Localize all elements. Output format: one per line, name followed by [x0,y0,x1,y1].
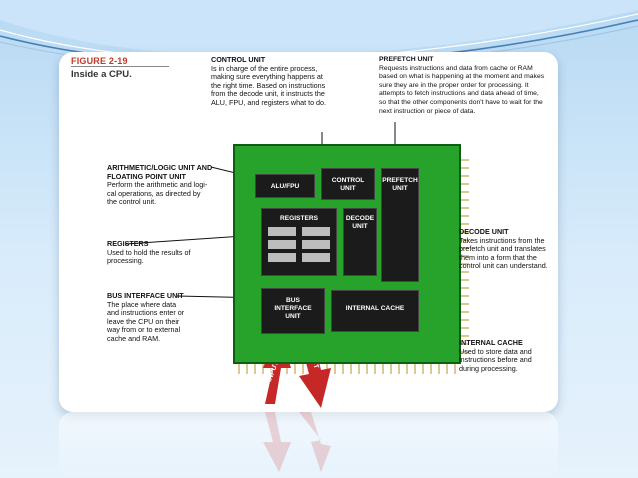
bus-interface-text: cache and RAM. [107,333,161,343]
internal-cache-text: Used to store data and [459,346,532,356]
bus-interface-label-3: UNIT [285,313,301,320]
cpu-chip: ALU/FPU CONTROL UNIT PREFETCH UNIT REGIS… [233,144,461,364]
control-unit-block: CONTROL UNIT [321,168,375,200]
bus-interface-text: way from or to external [107,325,181,335]
control-unit-text: ALU, FPU, and registers what to do. [211,97,327,107]
decode-unit-text: Takes instructions from the [459,235,545,245]
prefetch-unit-heading: PREFETCH UNIT [379,56,434,63]
control-unit-text: making sure everything happens at [211,72,323,82]
internal-cache-heading: INTERNAL CACHE [459,338,523,347]
prefetch-unit-text: based on what is happening at the moment… [379,73,545,81]
prefetch-unit-label-1: PREFETCH [382,177,418,184]
registers-text: processing. [107,256,144,266]
alu-heading-2: FLOATING POINT UNIT [107,171,186,181]
prefetch-unit-text: next instruction or piece of data. [379,107,476,115]
decode-unit-label-1: DECODE [345,215,375,222]
decode-unit-text: them into a form that the [459,252,537,262]
alu-fpu-block: ALU/FPU [255,174,315,198]
bus-interface-heading: BUS INTERFACE UNIT [107,291,184,300]
decode-unit-block: DECODE UNIT [343,208,377,276]
registers-text: Used to hold the results of [107,247,191,257]
bus-interface-block: BUS INTERFACE UNIT [261,288,325,334]
control-unit-label-2: UNIT [340,185,356,192]
reflection-arrows [263,412,331,472]
prefetch-unit-text: so that the other components don't have … [379,98,543,106]
decode-unit-annotation: DECODE UNIT Takes instructions from the … [459,227,555,271]
control-unit-text: Is in charge of the entire process, [211,63,318,73]
internal-cache-text: during processing. [459,363,518,373]
alu-text: the control unit. [107,197,157,207]
bus-interface-text: and instructions enter or [107,308,185,318]
registers-heading: REGISTERS [107,239,149,248]
figure-title: Inside a CPU. [71,69,132,80]
prefetch-unit-text: Requests instructions and data from cach… [379,64,533,72]
control-unit-heading: CONTROL UNIT [211,55,266,64]
slide-reflection [59,412,558,478]
internal-cache-text: instructions before and [459,355,532,365]
figure-number: FIGURE 2-19 [71,56,128,66]
prefetch-unit-label-2: UNIT [392,185,408,192]
decode-unit-text: prefetch unit and translates [459,244,546,254]
bus-interface-label-2: INTERFACE [274,305,312,312]
prefetch-unit-annotation: PREFETCH UNIT Requests instructions and … [379,56,557,116]
internal-cache-annotation: INTERNAL CACHE Used to store data and in… [459,338,555,373]
figure-rule [71,66,169,67]
alu-annotation: ARITHMETIC/LOGIC UNIT AND FLOATING POINT… [107,163,219,207]
control-unit-label-1: CONTROL [331,177,365,184]
alu-text: cal operations, as directed by [107,188,201,198]
bus-interface-text: leave the CPU on their [107,316,180,326]
alu-text: Perform the arithmetic and logi- [107,180,208,190]
registers-block: REGISTERS [261,208,337,276]
bus-interface-label-1: BUS [286,297,300,304]
bus-interface-annotation: BUS INTERFACE UNIT The place where data … [107,291,219,344]
decode-unit-text: control unit can understand. [459,261,548,271]
registers-annotation: REGISTERS Used to hold the results of pr… [107,239,219,266]
internal-cache-label: INTERNAL CACHE [345,305,405,312]
prefetch-unit-text: sure they are in the proper order for pr… [379,81,529,89]
prefetch-unit-block: PREFETCH UNIT [381,168,419,282]
bus-interface-text: The place where data [107,299,177,309]
decode-unit-heading: DECODE UNIT [459,227,509,236]
prefetch-unit-text: attempts to fetch instructions and data … [379,90,539,98]
decode-unit-label-2: UNIT [352,223,368,230]
control-unit-text: from the decode unit, it instructs the [211,89,325,99]
alu-heading-1: ARITHMETIC/LOGIC UNIT AND [107,163,213,172]
internal-cache-block: INTERNAL CACHE [331,290,419,332]
control-unit-text: the right time. Based on instructions [211,80,326,90]
slide-panel: FIGURE 2-19 Inside a CPU. [59,52,558,412]
control-unit-annotation: CONTROL UNIT Is in charge of the entire … [211,55,361,108]
registers-label: REGISTERS [279,215,319,222]
alu-fpu-label: ALU/FPU [270,183,300,190]
